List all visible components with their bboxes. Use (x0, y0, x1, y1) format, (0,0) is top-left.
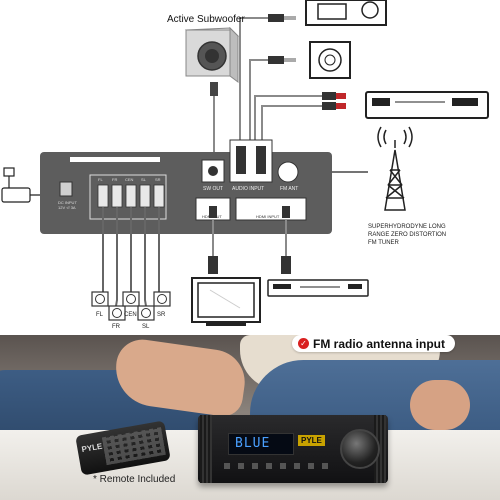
hdmi-out-plug (209, 206, 217, 218)
audio-input-label: AUDIO INPUT (232, 186, 264, 192)
speaker-cables (102, 207, 160, 307)
hdmi-cables (212, 220, 287, 258)
speaker-label-sl: SL (142, 324, 150, 330)
amplifier-heatsink-left (200, 415, 212, 483)
subwoofer-icon (184, 26, 240, 83)
fm-tuner-caption-line-3: FM TUNER (368, 240, 400, 246)
fm-ant-label: FM ANT (280, 186, 298, 192)
product-photo: ✓ FM radio antenna input PYLE * Remote I… (0, 335, 500, 500)
rear-panel-model-strip (70, 157, 160, 162)
dc-input-rating: 12V ⏎ 3A (58, 205, 76, 210)
audio-plugs (268, 14, 346, 110)
wiring-diagram: Active Subwoofer SUPERHYDRODYNE LONG RAN… (1, 0, 489, 330)
audio-source-cables (239, 17, 322, 140)
speaker-cen (122, 291, 140, 307)
fm-antenna-callout: ✓ FM radio antenna input (292, 335, 455, 352)
dc-input-label: DC INPUT (58, 200, 77, 205)
dvd-player-display (452, 98, 478, 106)
speaker-fl (91, 291, 109, 307)
dvd-hdmi-plug (281, 256, 291, 274)
speaker-icons (91, 291, 171, 321)
tv-hdmi-plug (208, 256, 218, 274)
fm-callout-text: FM radio antenna input (313, 336, 445, 351)
source-device-top-screen (317, 3, 347, 20)
hdmi-input-label: HDMI INPUT (256, 214, 280, 219)
speaker-label-cen: CEN (124, 312, 137, 318)
speaker-label-sr: SR (157, 312, 166, 318)
audio-input-plug-right (256, 146, 266, 174)
speaker-terminal-plugs (97, 184, 165, 208)
amplifier-display: BLUE (228, 433, 294, 455)
source-device-speaker-center (324, 54, 336, 66)
terminal-label-fl: FL (98, 177, 103, 182)
fm-antenna-icon (377, 126, 413, 211)
speaker-fr (108, 305, 126, 321)
hdmi-input-plug (282, 206, 290, 218)
dvd-player-tray (372, 98, 390, 106)
amplifier-display-text: BLUE (235, 436, 271, 451)
amplifier-heatsink-right (374, 415, 386, 483)
amplifier-front: BLUE PYLE (198, 415, 388, 483)
sw-out-jack (208, 166, 218, 176)
volume-knob (340, 429, 380, 469)
speaker-sr (153, 291, 171, 307)
terminal-label-sl: SL (141, 177, 147, 182)
speaker-terminal-block (89, 174, 167, 220)
terminal-label-fr: FR (112, 177, 117, 182)
sw-out-label: SW OUT (203, 186, 223, 192)
speaker-label-fl: FL (96, 312, 104, 318)
bluray-player-icon (267, 279, 369, 297)
hand-right (410, 380, 470, 430)
remote-brand-logo: PYLE (80, 441, 104, 455)
speaker-label-fr: FR (112, 324, 121, 330)
subwoofer-plug (210, 82, 218, 96)
audio-input-plug-left (236, 146, 246, 174)
fm-tuner-caption-line-1: SUPERHYDRODYNE LONG (368, 224, 446, 230)
speaker-sl (137, 305, 155, 321)
power-adapter-icon (1, 167, 60, 203)
speaker-terminal-labels: FL FR CEN SL SR (98, 177, 161, 182)
remote-buttons (101, 427, 166, 466)
tv-icon (191, 277, 261, 326)
terminal-label-cen: CEN (125, 177, 134, 182)
amplifier-brand-badge: PYLE (298, 435, 325, 446)
check-icon: ✓ (298, 338, 309, 349)
amplifier-buttons (224, 463, 334, 469)
dc-input-port (59, 181, 73, 197)
terminal-label-sr: SR (155, 177, 161, 182)
fm-tuner-caption-line-2: RANGE ZERO DISTORTION (368, 232, 446, 238)
fm-ant-port (277, 161, 299, 183)
source-device-top-speaker (361, 1, 379, 19)
subwoofer-label: Active Subwoofer (167, 14, 245, 25)
remote-caption: * Remote Included (93, 474, 176, 485)
